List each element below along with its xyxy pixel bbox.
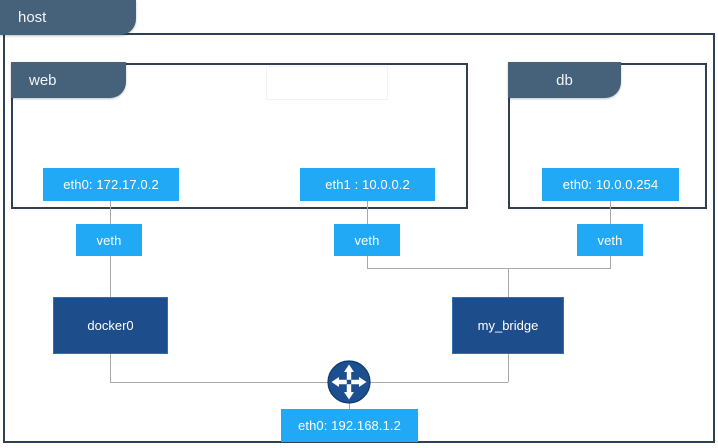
host-tab[interactable]: host	[0, 0, 136, 35]
interface-host-eth0-label: eth0: 192.168.1.2	[298, 418, 401, 433]
host-container	[3, 33, 715, 443]
interface-db-eth0[interactable]: eth0: 10.0.0.254	[542, 168, 679, 201]
line-web-eth0-to-veth1	[110, 200, 111, 224]
veth-3-label: veth	[597, 232, 623, 248]
veth-3[interactable]: veth	[577, 224, 643, 256]
line-veth3-to-junction	[610, 256, 611, 268]
veth-1[interactable]: veth	[76, 224, 142, 256]
db-tab-label: db	[556, 71, 573, 89]
line-web-eth1-to-veth2	[367, 200, 368, 224]
router-four-arrows-icon[interactable]	[327, 360, 371, 404]
interface-web-eth1[interactable]: eth1 : 10.0.0.2	[300, 168, 435, 201]
interface-db-eth0-label: eth0: 10.0.0.254	[562, 177, 659, 192]
line-db-eth0-to-veth3	[610, 200, 611, 224]
veth-2[interactable]: veth	[334, 224, 400, 256]
bridge-my-bridge-label: my_bridge	[477, 318, 539, 333]
web-tab-label: web	[29, 71, 57, 89]
web-container	[11, 63, 468, 209]
interface-host-eth0[interactable]: eth0: 192.168.1.2	[281, 409, 418, 442]
veth-1-label: veth	[96, 232, 122, 248]
host-tab-label: host	[18, 9, 47, 26]
line-host-bottom-bus	[110, 382, 508, 383]
ghost-rectangle-artifact	[266, 66, 388, 100]
line-veth-junction-bus	[367, 268, 611, 269]
bridge-my-bridge[interactable]: my_bridge	[452, 297, 564, 354]
veth-2-label: veth	[354, 232, 380, 248]
line-veth2-to-junction	[367, 256, 368, 268]
interface-web-eth0-label: eth0: 172.17.0.2	[63, 177, 159, 192]
web-tab[interactable]: web	[11, 62, 126, 98]
db-tab[interactable]: db	[508, 62, 621, 98]
interface-web-eth1-label: eth1 : 10.0.0.2	[325, 177, 410, 192]
line-junction-to-my-bridge	[508, 268, 509, 297]
line-veth1-to-docker0	[110, 256, 111, 297]
bridge-docker0-label: docker0	[87, 318, 134, 333]
bridge-docker0[interactable]: docker0	[53, 297, 168, 354]
line-docker0-to-host-bus	[110, 354, 111, 382]
interface-web-eth0[interactable]: eth0: 172.17.0.2	[43, 168, 179, 201]
line-my-bridge-to-host-bus	[508, 354, 509, 382]
